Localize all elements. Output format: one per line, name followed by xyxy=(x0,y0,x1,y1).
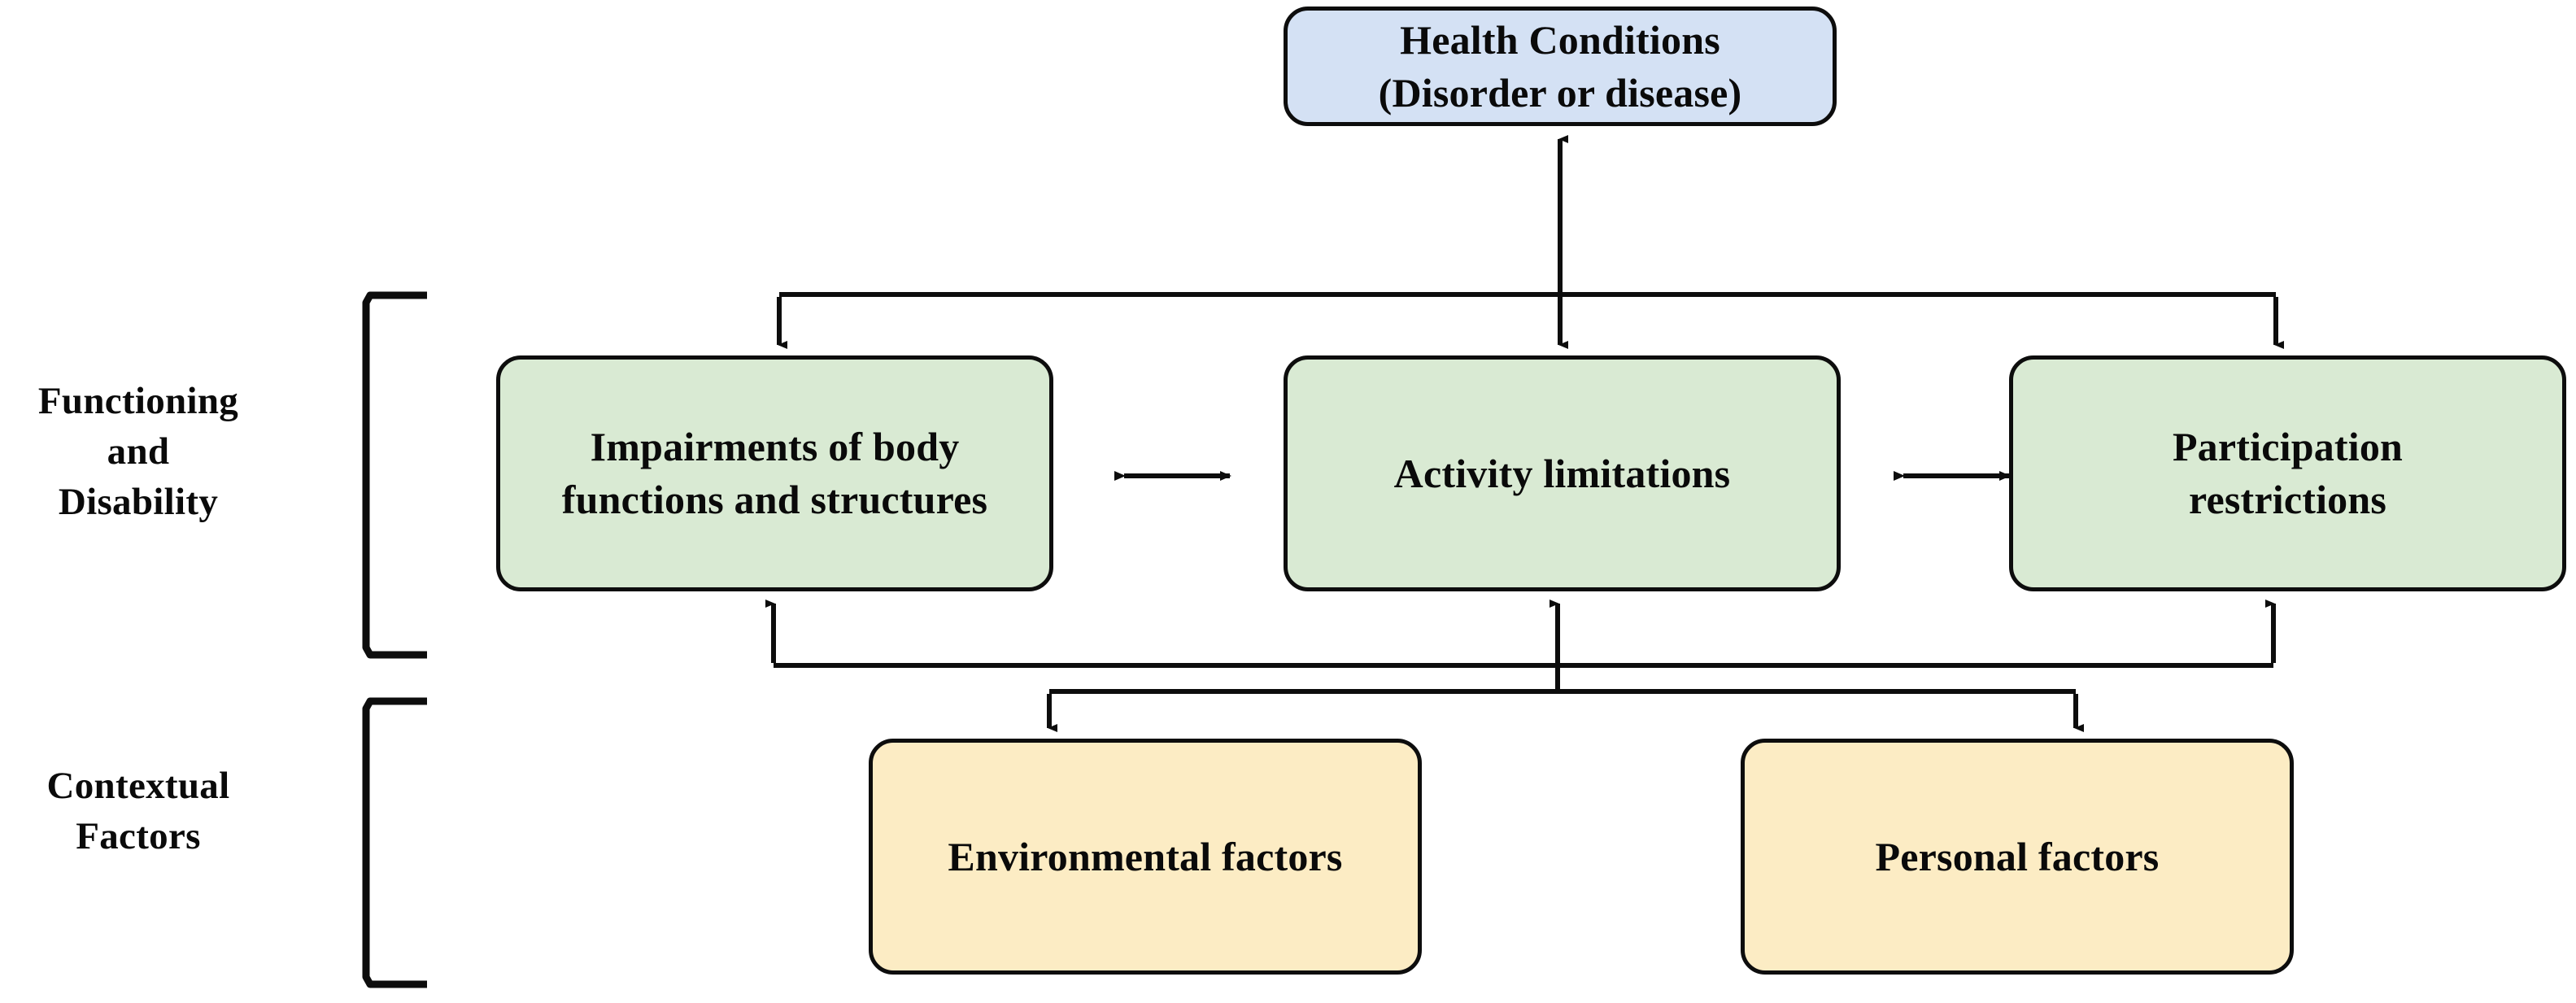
node-label-line: Environmental factors xyxy=(948,833,1343,879)
node-label-line: Activity limitations xyxy=(1393,450,1731,496)
connector-bus-lower-lower xyxy=(1047,689,2084,732)
node-label-line: restrictions xyxy=(2188,477,2387,522)
node-health-conditions[interactable]: Health Conditions (Disorder or disease) xyxy=(1284,7,1837,126)
contextual-bracket xyxy=(362,697,427,988)
node-environmental-factors[interactable]: Environmental factors xyxy=(869,739,1422,975)
node-activity-limitations[interactable]: Activity limitations xyxy=(1284,355,1841,591)
group-label-line: and xyxy=(107,430,170,473)
node-impairments-of-body-functions-and-structures[interactable]: Impairments of body functions and struct… xyxy=(496,355,1053,591)
group-label-functioning-and-disability: Functioning and Disability xyxy=(0,376,277,527)
group-label-line: Functioning xyxy=(37,380,239,422)
node-label-line: Health Conditions xyxy=(1400,16,1720,63)
group-label-contextual-factors: Contextual Factors xyxy=(0,761,277,861)
node-label-line: Participation xyxy=(2172,424,2404,469)
node-label-line: Impairments of body xyxy=(590,424,960,469)
node-label-line: functions and structures xyxy=(561,477,988,522)
functioning-bracket xyxy=(362,291,427,659)
group-label-line: Factors xyxy=(76,815,201,858)
node-personal-factors[interactable]: Personal factors xyxy=(1741,739,2294,975)
node-label-line: (Disorder or disease) xyxy=(1378,69,1742,116)
connector-bus-lower-upper xyxy=(765,600,2276,668)
node-participation-restrictions[interactable]: Participation restrictions xyxy=(2009,355,2566,591)
group-label-line: Contextual xyxy=(46,765,230,807)
node-label-line: Personal factors xyxy=(1875,833,2160,879)
group-label-line: Disability xyxy=(58,481,219,524)
